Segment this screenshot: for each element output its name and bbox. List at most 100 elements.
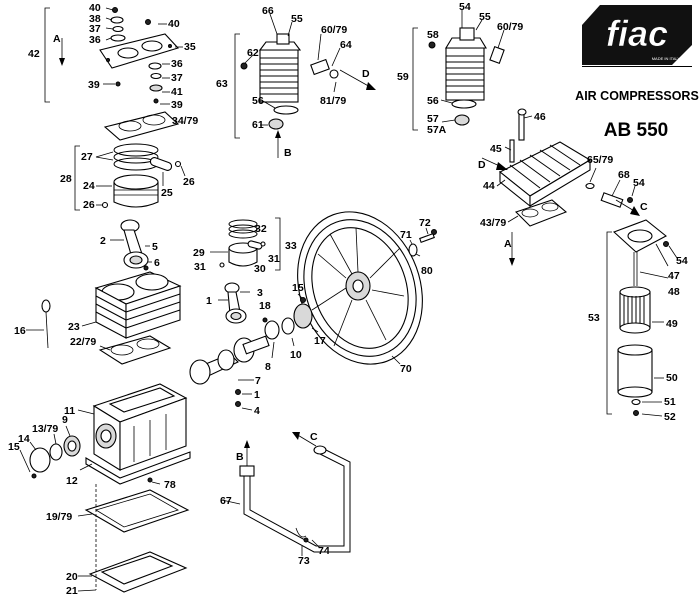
callout-53: 53	[588, 312, 600, 324]
callout-55: 55	[291, 13, 303, 25]
callout-36: 36	[89, 34, 101, 46]
callout-33: 33	[285, 240, 297, 252]
callout-29: 29	[193, 247, 205, 259]
washer-icon	[408, 243, 418, 257]
callout-81-79: 81/79	[320, 95, 346, 107]
flow-marker-c-pipe: C	[310, 431, 318, 443]
callout-71: 71	[400, 229, 412, 241]
brand-logo: fiac MADE IN ITALY	[582, 5, 692, 65]
callout-19-79: 19/79	[46, 511, 72, 523]
callout-64: 64	[340, 39, 352, 51]
callout-54: 54	[459, 1, 471, 13]
callout-37: 37	[171, 72, 183, 84]
valve-plate-group: 42 A 40 38	[28, 2, 198, 141]
callout-2: 2	[100, 235, 106, 247]
callout-10: 10	[290, 349, 302, 361]
callout-23: 23	[68, 321, 80, 333]
callout-24: 24	[83, 180, 95, 192]
callout-17: 17	[314, 335, 326, 347]
outlet-fitting-icon	[310, 58, 330, 76]
callout-37: 37	[89, 23, 101, 35]
callout-4: 4	[254, 405, 260, 417]
callout-80: 80	[421, 265, 433, 277]
model-title: AB 550	[604, 120, 668, 141]
callout-73: 73	[298, 555, 310, 567]
cylinder-head-right: 59 54 55 60/79 58 56 57 57A	[397, 1, 523, 136]
flow-marker-a-top: A	[53, 33, 61, 45]
callout-5: 5	[152, 241, 158, 253]
screw-icon	[145, 19, 151, 25]
callout-62: 62	[247, 47, 259, 59]
callout-1: 1	[254, 389, 260, 401]
flow-marker-a-manifold: A	[504, 238, 512, 250]
callout-34-79: 34/79	[172, 115, 198, 127]
air-filter-group: 53 54 47 48 49 50 51 52	[588, 219, 688, 423]
callout-26: 26	[83, 199, 95, 211]
callout-35: 35	[184, 41, 196, 53]
callout-27: 27	[81, 151, 93, 163]
flow-marker-b-pipe: B	[236, 451, 244, 463]
valve-disc-icon	[110, 34, 126, 42]
callout-40: 40	[89, 2, 101, 14]
callout-42: 42	[28, 48, 40, 60]
callout-11: 11	[64, 405, 75, 417]
callout-7: 7	[255, 375, 261, 387]
callout-59: 59	[397, 71, 409, 83]
callout-54: 54	[676, 255, 688, 267]
piston-ring-icon	[113, 143, 159, 157]
callout-3: 3	[257, 287, 263, 299]
callout-26: 26	[183, 176, 195, 188]
callout-63: 63	[216, 78, 228, 90]
screw-icon	[112, 7, 118, 13]
callout-15: 15	[8, 441, 20, 453]
made-in-label: MADE IN ITALY	[652, 56, 681, 61]
delivery-pipe-icon	[243, 447, 351, 553]
callout-72: 72	[419, 217, 431, 229]
callout-31: 31	[268, 253, 280, 265]
cover-plate-icon	[29, 447, 51, 473]
callout-20: 20	[66, 571, 78, 583]
callout-49: 49	[666, 318, 678, 330]
callout-21: 21	[66, 585, 78, 597]
callout-52: 52	[664, 411, 676, 423]
dipstick-icon	[41, 299, 51, 313]
callout-54: 54	[633, 177, 645, 189]
callout-9: 9	[62, 414, 68, 426]
flow-marker-c-manifold: C	[640, 201, 648, 213]
callout-61: 61	[252, 119, 264, 131]
callout-56: 56	[252, 95, 264, 107]
delivery-pipe-group: 67 73 74 B C	[220, 431, 351, 567]
connecting-rod-left: 2 5 6	[100, 219, 160, 271]
callout-48: 48	[668, 286, 680, 298]
cylinder-head-left: 63 D B 66 55 60/79 64 62 56 81/79	[216, 5, 376, 159]
callout-8: 8	[265, 361, 271, 373]
callout-70: 70	[400, 363, 412, 375]
flow-marker-d-manifold: D	[478, 159, 486, 171]
callout-66: 66	[262, 5, 274, 17]
crankcase-group: 16 23 22/79 11	[8, 271, 270, 597]
callout-41: 41	[171, 86, 183, 98]
flow-marker-d-head1: D	[362, 68, 370, 80]
brand-tagline: AIR COMPRESSORS	[575, 89, 699, 103]
callout-12: 12	[66, 475, 78, 487]
callout-38: 38	[89, 13, 101, 25]
callout-56: 56	[427, 95, 439, 107]
callout-40: 40	[168, 18, 180, 30]
gasket-icon	[98, 335, 172, 365]
callout-46: 46	[534, 111, 546, 123]
callout-25: 25	[161, 187, 173, 199]
callout-30: 30	[254, 263, 266, 275]
piston-group: 28 27 24 25 26 26	[60, 143, 195, 211]
intercooler-group: D C A 46 45 65/79 44 68 54 43/79	[478, 108, 648, 266]
callout-31: 31	[194, 261, 206, 273]
callout-14: 14	[18, 433, 30, 445]
callout-58: 58	[427, 29, 439, 41]
gasket-icon	[514, 199, 568, 227]
callout-36: 36	[171, 58, 183, 70]
callout-50: 50	[666, 372, 678, 384]
callout-60-79: 60/79	[321, 24, 347, 36]
callout-39: 39	[88, 79, 100, 91]
gasket-icon	[103, 111, 180, 141]
callout-13-79: 13/79	[32, 423, 58, 435]
